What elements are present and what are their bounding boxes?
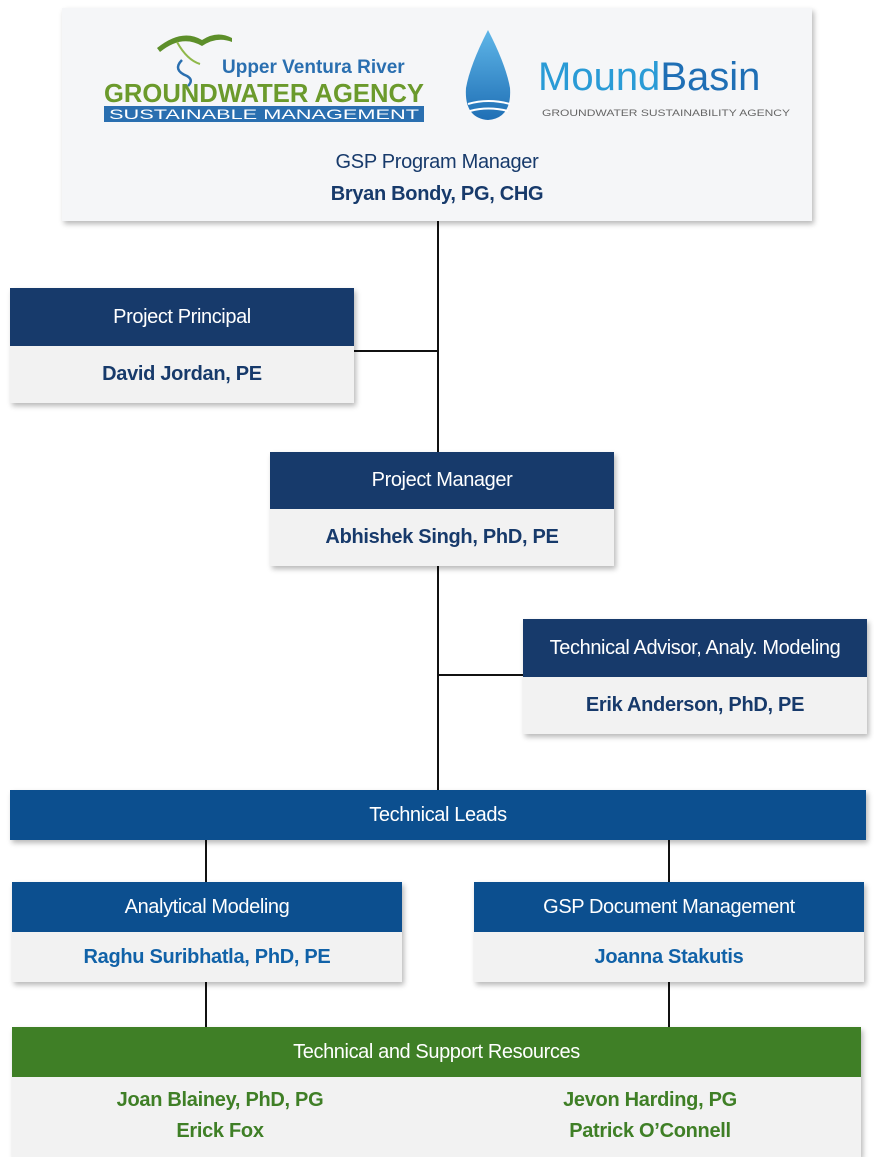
technical-advisor-box: Technical Advisor, Analy. Modeling Erik … bbox=[523, 619, 867, 734]
technical-leads-bar: Technical Leads bbox=[10, 790, 866, 840]
connector-modeling-resources bbox=[205, 982, 207, 1028]
project-manager-role: Project Manager bbox=[270, 452, 614, 509]
project-principal-name: David Jordan, PE bbox=[102, 363, 262, 385]
connector-leads-left bbox=[205, 840, 207, 882]
upper-ventura-river-logo: Upper Ventura River GROUNDWATER AGENCY S… bbox=[104, 34, 424, 122]
support-resources-box: Technical and Support Resources Joan Bla… bbox=[12, 1027, 861, 1157]
gsp-document-management-box: GSP Document Management Joanna Stakutis bbox=[474, 882, 864, 982]
resource-person: Erick Fox bbox=[176, 1120, 264, 1142]
resource-person: Jevon Harding, PG bbox=[563, 1089, 737, 1111]
resource-person: Joan Blainey, PhD, PG bbox=[116, 1089, 324, 1111]
connector-docmgmt-resources bbox=[668, 982, 670, 1028]
svg-text:SUSTAINABLE MANAGEMENT: SUSTAINABLE MANAGEMENT bbox=[109, 106, 420, 122]
svg-text:Upper Ventura River: Upper Ventura River bbox=[222, 57, 405, 78]
svg-text:GROUNDWATER SUSTAINABILITY AGE: GROUNDWATER SUSTAINABILITY AGENCY bbox=[542, 108, 790, 118]
analytical-modeling-box: Analytical Modeling Raghu Suribhatla, Ph… bbox=[12, 882, 402, 982]
program-manager-role: GSP Program Manager bbox=[335, 151, 539, 173]
connector-leads-right bbox=[668, 840, 670, 882]
support-resources-label: Technical and Support Resources bbox=[12, 1027, 861, 1077]
project-principal-role: Project Principal bbox=[10, 288, 354, 346]
project-principal-box: Project Principal David Jordan, PE bbox=[10, 288, 354, 403]
analytical-modeling-role: Analytical Modeling bbox=[12, 882, 402, 932]
resource-person: Patrick O’Connell bbox=[569, 1120, 731, 1142]
project-manager-name: Abhishek Singh, PhD, PE bbox=[325, 526, 559, 548]
svg-text:GROUNDWATER AGENCY: GROUNDWATER AGENCY bbox=[104, 78, 424, 108]
program-manager-box: Upper Ventura River GROUNDWATER AGENCY S… bbox=[62, 8, 812, 221]
connector-principal bbox=[354, 350, 439, 352]
technical-advisor-role: Technical Advisor, Analy. Modeling bbox=[523, 619, 867, 677]
connector-advisor bbox=[437, 674, 523, 676]
technical-advisor-name: Erik Anderson, PhD, PE bbox=[585, 694, 805, 716]
analytical-modeling-name: Raghu Suribhatla, PhD, PE bbox=[83, 945, 331, 968]
project-manager-box: Project Manager Abhishek Singh, PhD, PE bbox=[270, 452, 614, 566]
support-resources-right-column: Jevon Harding, PG Patrick O’Connell bbox=[500, 1085, 800, 1147]
mound-basin-logo: MoundBasin GROUNDWATER SUSTAINABILITY AG… bbox=[465, 30, 790, 120]
program-manager-name: Bryan Bondy, PG, CHG bbox=[330, 183, 544, 205]
svg-text:MoundBasin: MoundBasin bbox=[538, 55, 760, 99]
support-resources-left-column: Joan Blainey, PhD, PG Erick Fox bbox=[70, 1085, 370, 1147]
gsp-document-management-name: Joanna Stakutis bbox=[594, 945, 744, 968]
gsp-document-management-role: GSP Document Management bbox=[474, 882, 864, 932]
